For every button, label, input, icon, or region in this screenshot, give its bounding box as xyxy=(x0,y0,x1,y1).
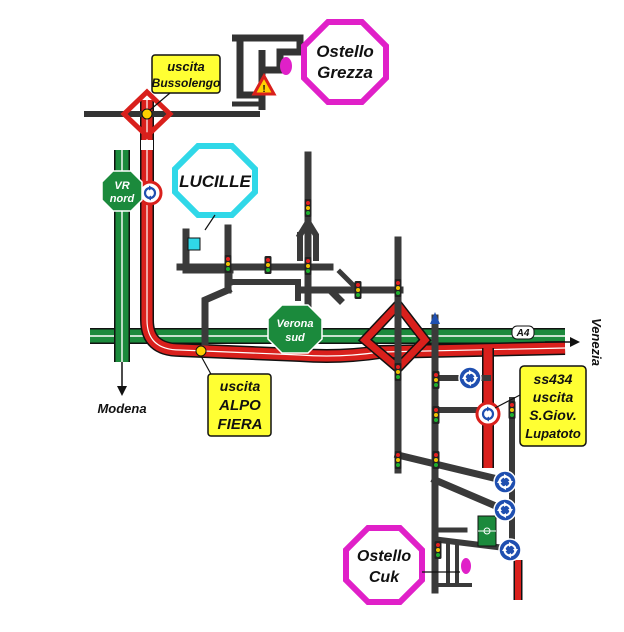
warning-sign-icon: ! xyxy=(251,72,277,96)
lucille-text: LUCILLE xyxy=(179,172,251,191)
ss434-line3: S.Giov. xyxy=(529,407,576,423)
ostello-grezza-label: Ostello Grezza xyxy=(301,19,389,105)
ostello-grezza-line1: Ostello xyxy=(316,42,374,61)
traffic-light-icon xyxy=(304,257,312,275)
modena-label: Modena xyxy=(97,401,146,416)
ss434-line2: uscita xyxy=(533,389,574,405)
hostel-marker-icon xyxy=(461,558,471,574)
ostello-cuk-label: Ostello Cuk xyxy=(343,525,460,605)
traffic-light-icon xyxy=(264,256,272,274)
traffic-light-icon xyxy=(394,363,402,381)
verona-sud-label: Verona sud xyxy=(267,304,323,354)
ss434-lupatoto-label: ss434 uscita S.Giov. Lupatoto xyxy=(494,365,587,447)
traffic-light-icon xyxy=(394,451,402,469)
traffic-light-icon xyxy=(304,199,312,217)
exit-point-icon xyxy=(141,108,153,120)
alpo-fiera-line1: uscita xyxy=(220,378,261,394)
svg-text:!: ! xyxy=(262,84,265,95)
lucille-label: LUCILLE xyxy=(172,143,258,231)
ss434-line4: Lupatoto xyxy=(525,426,581,441)
uscita-bussolengo-line2: Bussolengo xyxy=(152,76,221,90)
traffic-light-icon xyxy=(432,371,440,389)
arrow-icon xyxy=(545,337,580,347)
uscita-alpo-fiera-label: uscita ALPO FIERA xyxy=(200,355,272,437)
vr-nord-line1: VR xyxy=(114,180,129,192)
traffic-light-icon xyxy=(434,541,442,559)
arrow-icon xyxy=(430,312,440,324)
traffic-light-icon xyxy=(432,451,440,469)
vr-nord-label: VR nord xyxy=(101,170,143,212)
ostello-cuk-line1: Ostello xyxy=(357,548,411,565)
traffic-light-icon xyxy=(354,281,362,299)
red-road-tangenziale xyxy=(140,100,566,363)
lucille-marker xyxy=(187,237,201,251)
traffic-light-icon xyxy=(432,406,440,424)
verona-sud-line2: sud xyxy=(285,332,305,344)
vr-nord-line2: nord xyxy=(110,193,135,205)
sports-field-icon xyxy=(477,515,497,547)
ss434-line1: ss434 xyxy=(534,371,573,387)
roundabout-icon xyxy=(498,538,522,562)
uscita-bussolengo-line1: uscita xyxy=(167,59,205,74)
ostello-cuk-line2: Cuk xyxy=(369,569,400,586)
roundabout-icon xyxy=(458,366,482,390)
hostel-marker-icon xyxy=(280,57,292,75)
uscita-bussolengo-label: uscita Bussolengo xyxy=(149,54,221,111)
roundabout-icon xyxy=(493,470,517,494)
roundabout-icon xyxy=(493,498,517,522)
roundabout-icon xyxy=(475,401,501,427)
venezia-label: Venezia xyxy=(589,318,604,366)
traffic-light-icon xyxy=(394,279,402,297)
verona-sud-line1: Verona xyxy=(277,318,314,330)
a4-text: A4 xyxy=(516,328,530,339)
ostello-grezza-line2: Grezza xyxy=(317,63,373,82)
exit-point-icon xyxy=(195,345,207,357)
arrow-icon xyxy=(117,362,127,396)
a4-shield: A4 xyxy=(511,325,535,340)
alpo-fiera-line2: ALPO xyxy=(218,397,261,414)
alpo-fiera-line3: FIERA xyxy=(218,416,263,433)
traffic-light-icon xyxy=(508,401,516,419)
traffic-light-icon xyxy=(224,255,232,273)
